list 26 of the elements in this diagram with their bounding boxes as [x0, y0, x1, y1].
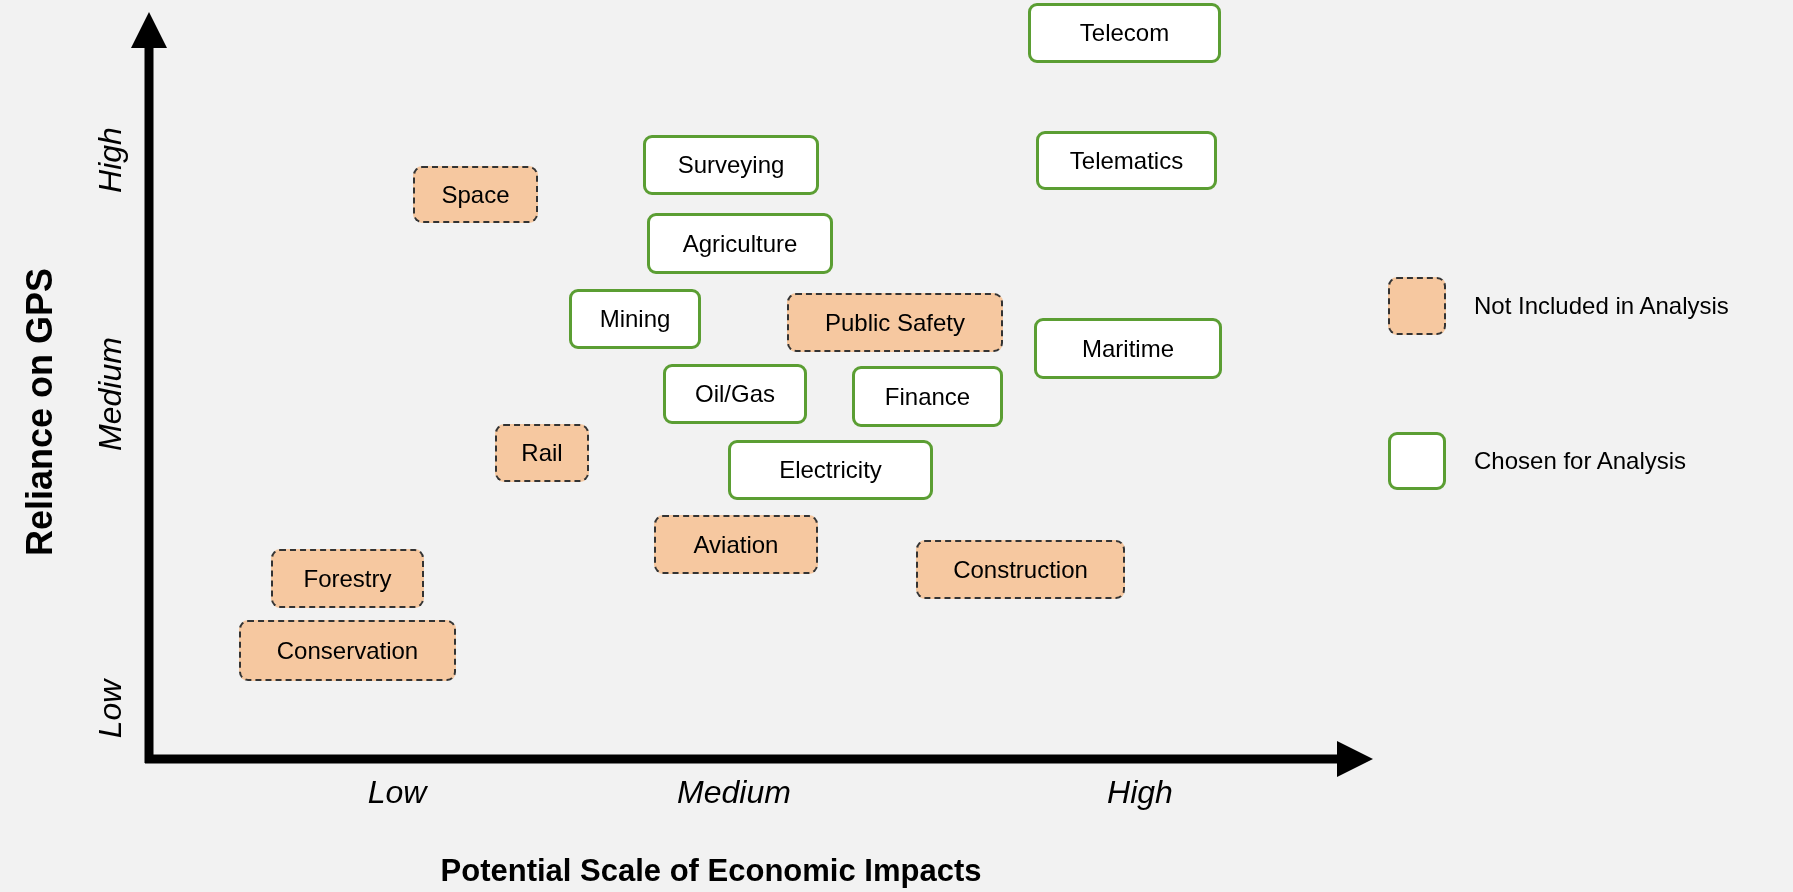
sector-box: Agriculture — [647, 213, 833, 274]
sector-box: Public Safety — [787, 293, 1003, 352]
sector-box: Finance — [852, 366, 1003, 427]
sector-box: Conservation — [239, 620, 456, 681]
sector-box: Maritime — [1034, 318, 1222, 379]
axis-tick-label: High — [91, 127, 129, 193]
axis-tick-label: Medium — [91, 337, 129, 451]
sector-box: Oil/Gas — [663, 364, 807, 424]
legend-label: Chosen for Analysis — [1474, 447, 1687, 475]
axis-tick-label: Low — [91, 679, 129, 739]
sector-box: Aviation — [654, 515, 818, 574]
sector-box: Telematics — [1036, 131, 1217, 190]
sector-box: Rail — [495, 424, 589, 482]
sector-box: Surveying — [643, 135, 819, 195]
legend-label: Not Included in Analysis — [1474, 292, 1729, 320]
sector-box: Space — [413, 166, 538, 223]
sector-box: Telecom — [1028, 3, 1221, 63]
sector-box: Mining — [569, 289, 701, 349]
axis-tick-label: Low — [367, 773, 427, 811]
axis-tick-label: Medium — [677, 773, 791, 811]
sector-box: Construction — [916, 540, 1125, 599]
sector-box: Forestry — [271, 549, 424, 608]
sector-box: Electricity — [728, 440, 933, 500]
axis-title: Reliance on GPS — [19, 267, 61, 557]
axis-title: Potential Scale of Economic Impacts — [440, 853, 982, 889]
axis-tick-label: High — [1107, 773, 1173, 811]
